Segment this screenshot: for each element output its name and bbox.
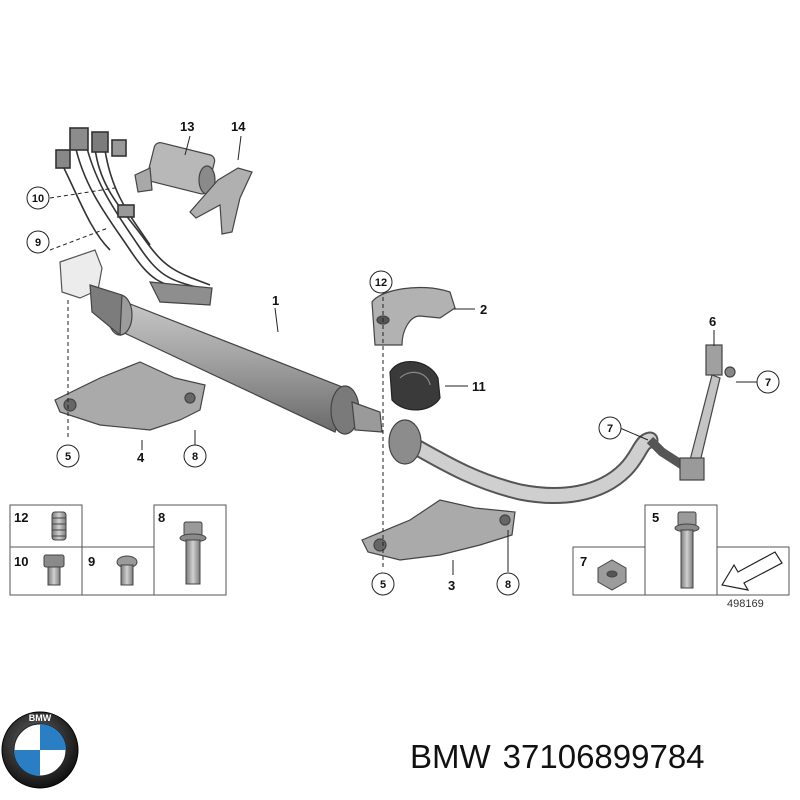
- fastener-8-bolt: [179, 521, 207, 585]
- part-caption: BMW 37106899784: [410, 738, 717, 776]
- part-6-link: [679, 344, 736, 481]
- callout-4: 4: [137, 450, 145, 465]
- legend-label-12: 12: [14, 510, 28, 525]
- callout-9: 9: [35, 237, 41, 249]
- part-number: 37106899784: [502, 738, 705, 775]
- callout-5-mid: 5: [380, 579, 386, 591]
- fastener-10-bolt: [43, 554, 65, 586]
- callouts-circled-text: 10 9 5 8 12 5 8 7 7: [32, 193, 771, 591]
- svg-text:BMW: BMW: [29, 713, 52, 723]
- reference-number: 498169: [727, 598, 764, 610]
- callout-7-bar: 7: [607, 423, 613, 435]
- stabilizer-bar: [388, 419, 693, 504]
- leader-lines: [49, 135, 758, 575]
- callout-8-mid: 8: [505, 579, 511, 591]
- callout-10: 10: [32, 193, 44, 205]
- part-13-module: [134, 142, 216, 195]
- legend-label-8: 8: [158, 510, 165, 525]
- callout-13: 13: [180, 119, 194, 134]
- callouts-plain: 1 2 3 4 6 11 13 14: [137, 119, 716, 593]
- legend-right: [572, 504, 790, 596]
- legend-label-7: 7: [580, 554, 587, 569]
- callouts-circled: [26, 186, 780, 596]
- callout-8-left: 8: [192, 451, 198, 463]
- legend-label-9: 9: [88, 554, 95, 569]
- callout-7-right: 7: [765, 377, 771, 389]
- callout-11: 11: [472, 379, 486, 394]
- fastener-5-bolt: [674, 511, 700, 589]
- bmw-logo: BMW: [1, 711, 79, 789]
- callout-12: 12: [375, 277, 387, 289]
- part-3-bracket: [361, 499, 516, 561]
- legend-left: [9, 504, 227, 596]
- legend-label-5: 5: [652, 510, 659, 525]
- direction-arrow-icon: [721, 551, 783, 591]
- fastener-9-screw: [116, 555, 138, 586]
- fastener-12-insert: [51, 511, 67, 541]
- callout-1: 1: [272, 293, 279, 308]
- legend-label-10: 10: [14, 554, 28, 569]
- callout-5-left: 5: [65, 451, 71, 463]
- callout-2: 2: [480, 302, 487, 317]
- part-11-bushing: [389, 360, 441, 411]
- part-2-clamp: [371, 286, 456, 346]
- callout-14: 14: [231, 119, 246, 134]
- fastener-7-nut: [597, 559, 627, 591]
- callout-3: 3: [448, 578, 455, 593]
- part-4-bracket: [54, 361, 206, 431]
- callout-6: 6: [709, 314, 716, 329]
- part-1-stabilizer-actuator: [89, 281, 383, 435]
- wiring-harness: [55, 127, 211, 291]
- brand-name: BMW: [410, 738, 491, 775]
- part-14-bracket: [189, 167, 253, 235]
